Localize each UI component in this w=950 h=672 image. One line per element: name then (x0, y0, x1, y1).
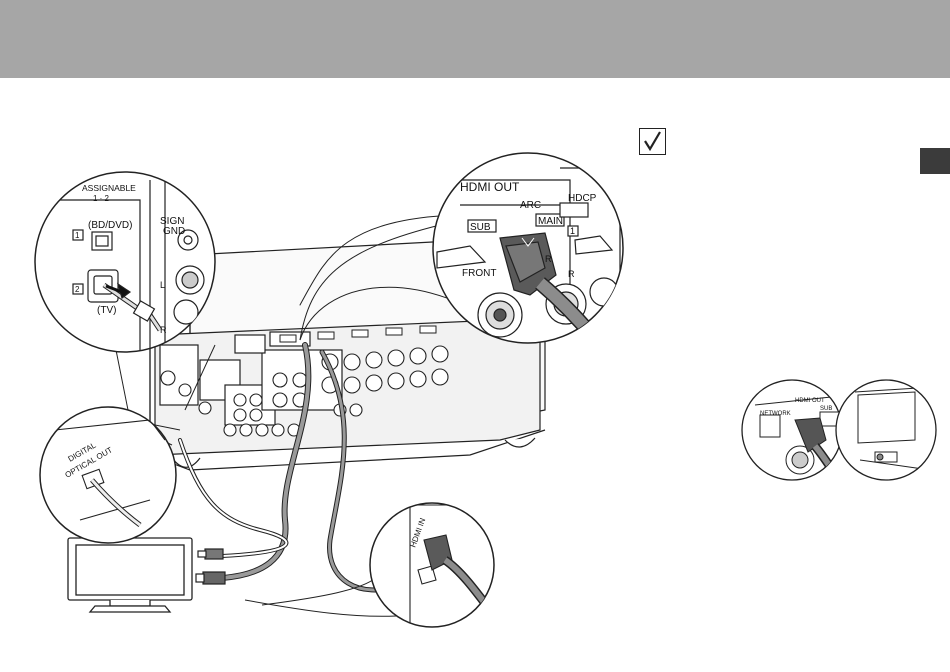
port1-label: 1 (75, 231, 80, 240)
tv-illustration (68, 538, 192, 612)
hdcp-port-label: 1 (570, 226, 575, 236)
signal-gnd-label-2: GND (163, 226, 185, 237)
inset-hdmi-label: HDMI OUT (795, 398, 825, 404)
tv-hdmi-in-magnifier: HDMI IN (370, 503, 494, 627)
inset-network-label: NETWORK (760, 411, 791, 417)
cable-plugs (196, 549, 225, 584)
hdmi-out-label: HDMI OUT (460, 180, 520, 194)
r-side-label: R (545, 254, 552, 264)
assignable-label: ASSIGNABLE (82, 183, 136, 193)
inset-sub-label: SUB (820, 406, 832, 412)
left-channel-label: L (160, 280, 165, 290)
projector-inset-right (836, 380, 936, 480)
bd-dvd-label: (BD/DVD) (88, 220, 132, 231)
tv-optical-out-magnifier: DIGITAL OPTICAL OUT (40, 407, 176, 543)
hdcp-r-label: R (568, 269, 575, 279)
arc-label: ARC (520, 200, 541, 211)
port2-label: 2 (75, 285, 80, 294)
sub-label: SUB (470, 222, 491, 233)
assignable-numbers: 1 · 2 (93, 194, 110, 203)
front-label: FRONT (462, 268, 496, 279)
projector-inset-left: NETWORK HDMI OUT SUB (742, 380, 850, 482)
right-channel-label: R (160, 325, 167, 335)
tv-port-label: (TV) (97, 305, 116, 316)
main-label: MAIN (538, 216, 563, 227)
hdmi-out-magnifier: HDMI OUT ARC SUB MAIN FRONT HDCP 1 R R (433, 153, 623, 345)
hdcp-label: HDCP (568, 193, 597, 204)
